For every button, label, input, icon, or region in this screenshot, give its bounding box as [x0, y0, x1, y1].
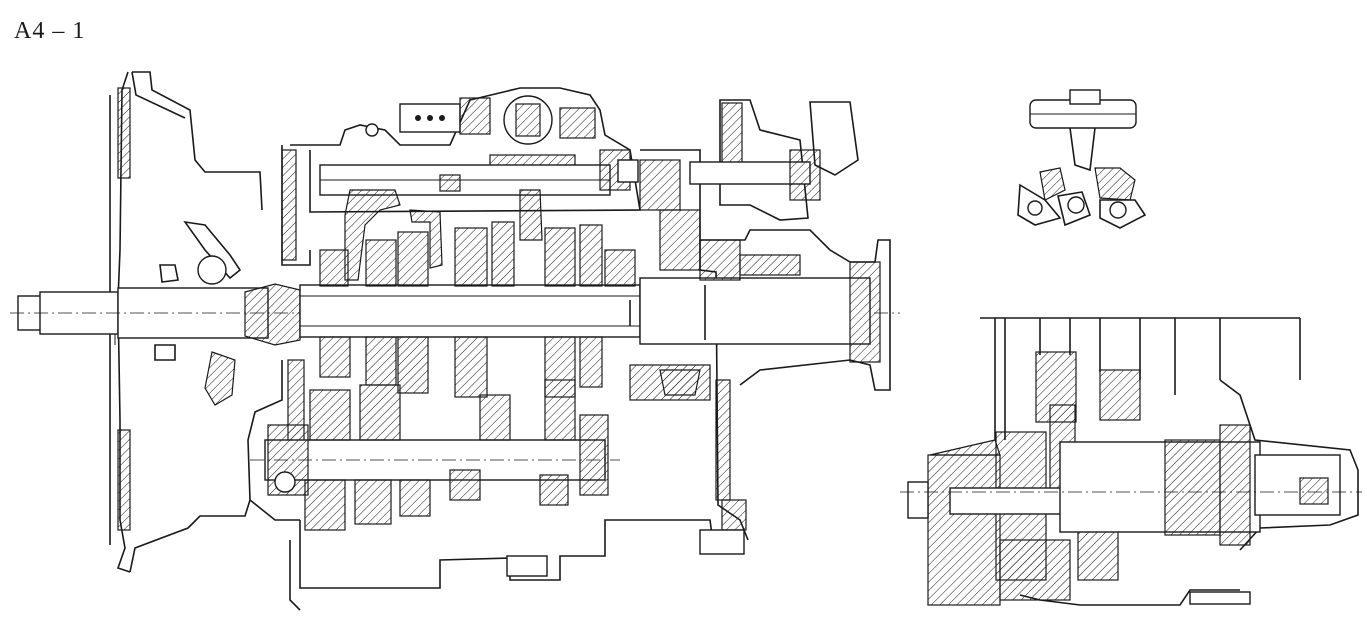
input-shaft — [10, 283, 900, 346]
figure-label: A4 – 1 — [14, 18, 86, 44]
countershaft — [250, 379, 620, 531]
release-fork — [154, 220, 242, 406]
output-detail-view — [900, 317, 1362, 606]
shift-cover — [290, 87, 641, 213]
main-cross-section — [10, 71, 900, 611]
shift-detail-view — [1017, 89, 1147, 229]
bell-housing — [109, 71, 263, 573]
main-shaft — [299, 277, 871, 345]
shift-forks — [344, 189, 543, 281]
rear-housing — [506, 99, 891, 577]
